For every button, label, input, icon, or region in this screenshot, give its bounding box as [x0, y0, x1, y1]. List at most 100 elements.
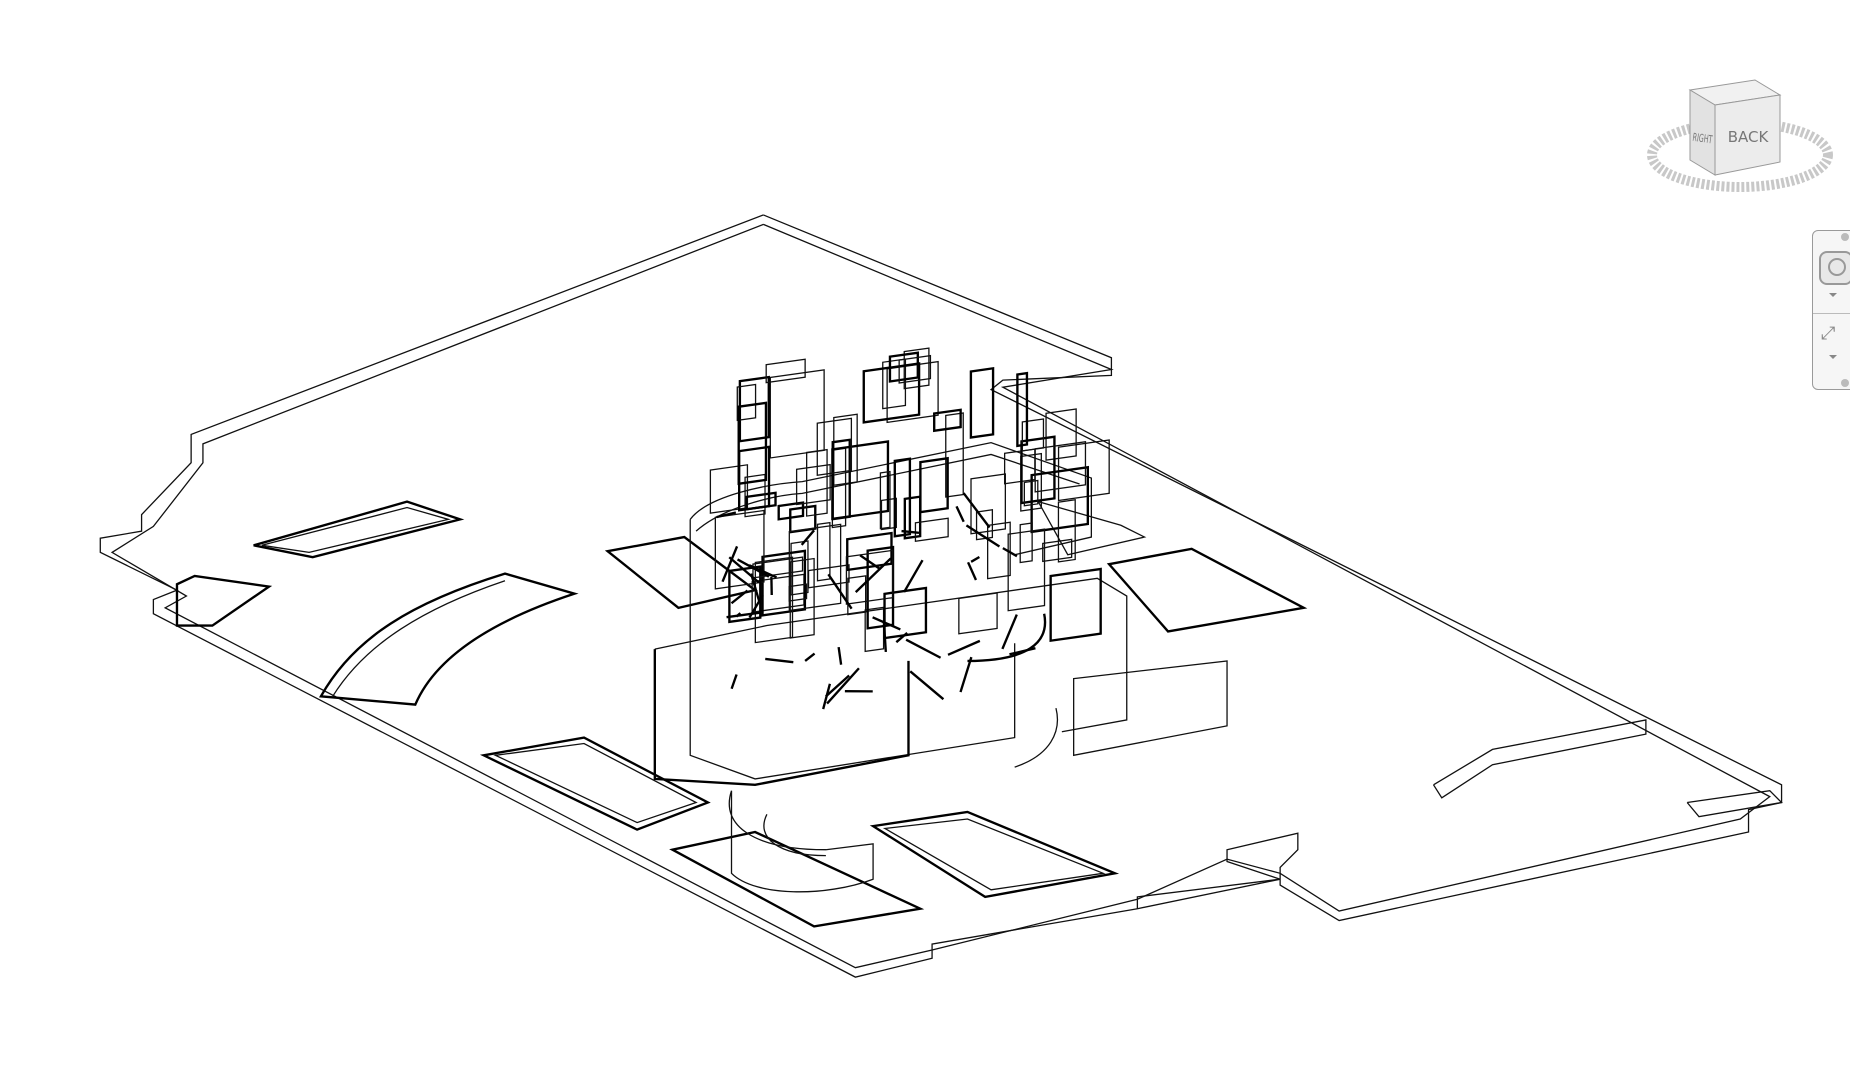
- wireframe-edge: [919, 456, 949, 514]
- wireframe-edge: [882, 620, 888, 653]
- wireframe-edge: [816, 417, 853, 477]
- wireframe-edge: [761, 549, 807, 617]
- wireframe-edge: [975, 509, 994, 541]
- wireframe-edge: [689, 519, 1016, 780]
- navigation-bar: ⤢: [1812, 230, 1850, 390]
- landscape-pads: [175, 500, 1308, 928]
- wireframe-edge: [859, 554, 881, 570]
- wireframe-edge: [728, 565, 762, 624]
- wireframe-edge: [728, 790, 874, 893]
- wireframe-edge: [752, 556, 804, 579]
- wireframe-edge: [1023, 479, 1039, 507]
- wireframe-edge: [1057, 439, 1110, 502]
- wireframe-edge: [831, 440, 890, 521]
- wireframe-edge: [763, 814, 826, 857]
- wireframe-edge: [824, 674, 850, 698]
- wireframe-edge: [888, 351, 919, 383]
- close-icon[interactable]: [1841, 233, 1849, 241]
- wireframe-edge: [748, 564, 778, 579]
- steering-wheel-icon[interactable]: [1819, 251, 1850, 285]
- wireframe-edge: [800, 529, 815, 546]
- wireframe-edge: [730, 589, 749, 605]
- wireframe-edge: [749, 573, 761, 603]
- wireframe-edge: [744, 473, 766, 518]
- wireframe-edge: [1019, 522, 1033, 564]
- wireframe-edge: [777, 501, 805, 521]
- wireframe-edge: [716, 511, 737, 519]
- wireframe-edge: [969, 366, 995, 439]
- wireframe-edge: [898, 354, 932, 384]
- wireframe-edge: [895, 631, 908, 644]
- wireframe-edge: [1001, 614, 1018, 650]
- wireframe-edge: [1034, 440, 1087, 493]
- wireframe-edge: [754, 556, 794, 644]
- wireframe-edge: [695, 453, 1080, 532]
- zoom-extents-icon[interactable]: ⤢: [1821, 323, 1836, 344]
- chevron-down-icon[interactable]: [1829, 293, 1837, 297]
- wireframe-edge: [947, 639, 981, 656]
- wireframe-edge: [845, 549, 894, 605]
- wireframe-edge: [730, 674, 738, 690]
- wireframe-edge: [966, 561, 978, 581]
- wireframe-edge: [653, 649, 910, 787]
- cube-back-face[interactable]: [1714, 94, 1781, 176]
- wireframe-edge: [804, 652, 816, 662]
- wireframe-edge: [955, 505, 965, 523]
- wireframe-edge: [1007, 528, 1046, 612]
- wireframe-edge: [962, 492, 991, 529]
- wireframe-edge: [726, 611, 761, 619]
- wireframe-edge: [1014, 707, 1058, 768]
- wireframe-edge: [1021, 418, 1045, 452]
- floor-slab-outline: [99, 214, 1783, 978]
- wireframe-edge: [862, 362, 921, 424]
- wireframe-edge: [958, 592, 998, 635]
- wireframe-edge: [1049, 567, 1102, 643]
- wireframe-edge: [827, 573, 853, 610]
- wireframe-edge: [903, 559, 924, 593]
- wireframe-edge: [903, 347, 930, 390]
- wireframe-edge: [1030, 465, 1089, 534]
- wireframe-edge: [965, 524, 1001, 548]
- chevron-down-icon[interactable]: [1829, 355, 1837, 359]
- cube-right-label: RIGHT: [1692, 131, 1714, 147]
- wireframe-edge: [879, 470, 891, 530]
- wireframe-edge: [737, 445, 771, 512]
- wireframe-edge: [970, 555, 980, 563]
- wireframe-edge: [709, 464, 749, 514]
- wireframe-edge: [872, 616, 901, 631]
- wireframe-edge: [1073, 660, 1228, 757]
- wireframe-edge: [1003, 448, 1036, 485]
- cube-back-label: BACK: [1728, 128, 1770, 146]
- wireframe-edge: [765, 358, 806, 384]
- wireframe-edge: [790, 540, 809, 596]
- wireframe-edge: [1016, 371, 1029, 448]
- wireframe-edge: [933, 408, 962, 433]
- wireframe-edge: [816, 521, 831, 582]
- wireframe-edge: [837, 646, 843, 665]
- wireframe-edge: [970, 473, 1006, 535]
- wireframe-edge: [737, 401, 768, 486]
- wireframe-edge: [959, 656, 973, 693]
- divider: [1813, 313, 1850, 314]
- wireframe-edge: [901, 529, 920, 534]
- wireframe-edge: [1002, 547, 1018, 558]
- wireframe-edge: [826, 667, 860, 705]
- wireframe-edge: [736, 383, 757, 422]
- viewcube[interactable]: RIGHT BACK: [1640, 70, 1840, 200]
- wireframe-edge: [893, 457, 912, 538]
- building-wireframe: [653, 347, 1228, 893]
- wireframe-edge: [909, 670, 945, 701]
- wireframe-edge: [765, 657, 794, 664]
- wireframe-edge: [738, 375, 770, 443]
- wireframe-edge: [1045, 408, 1077, 461]
- wireframe-edge: [769, 369, 825, 459]
- wireframe-edge: [905, 638, 942, 659]
- wireframe-edge: [1057, 499, 1076, 563]
- wireframe-edge: [795, 463, 831, 506]
- wireframe-edge: [689, 441, 1093, 556]
- menu-icon[interactable]: [1841, 379, 1849, 387]
- wireframe-edge: [1009, 647, 1036, 656]
- wireframe-edge: [987, 521, 1011, 580]
